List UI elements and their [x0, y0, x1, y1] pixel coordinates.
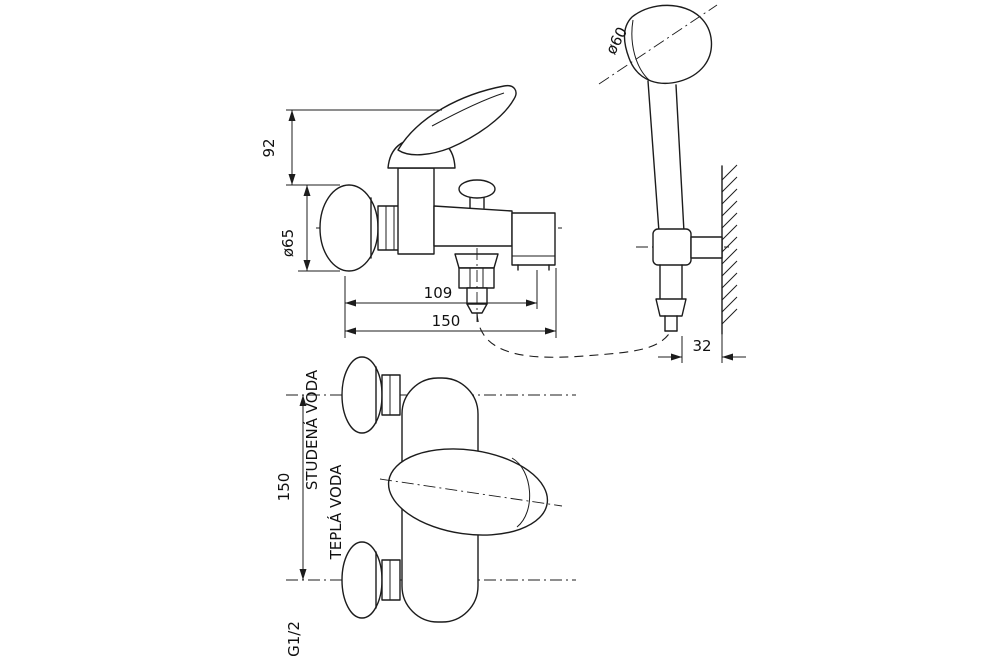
hand-shower-assembly: ø60	[476, 4, 746, 363]
side-view-diverter-knob	[458, 179, 496, 209]
side-view-body	[397, 167, 435, 255]
hot-water-label: TEPLÁ VODA	[326, 464, 345, 561]
wall-hatching	[721, 164, 738, 325]
shower-handle	[647, 80, 685, 233]
dimension-109: 109	[344, 270, 538, 338]
front-view-rosette-top	[341, 356, 401, 434]
side-view-lever-handle	[387, 84, 517, 169]
dim-109-label: 109	[424, 284, 453, 302]
wall-bracket	[636, 228, 729, 266]
front-view-rosette-bottom	[341, 541, 401, 619]
cold-water-label: STUDENÁ VODA	[302, 369, 321, 490]
dim-150-reach-label: 150	[432, 312, 461, 330]
dim-65-label: ø65	[279, 229, 297, 257]
side-view-dimensions: 92 ø65 109 150	[260, 109, 557, 338]
dimension-32: 32	[658, 334, 746, 363]
side-view-rosette	[319, 184, 401, 272]
side-view-faucet	[316, 84, 562, 322]
dimension-150-reach: 150	[345, 268, 557, 338]
side-view-spout	[433, 205, 556, 271]
dim-32-label: 32	[692, 337, 711, 355]
dimension-rosette-diameter: ø65	[279, 185, 340, 272]
shower-head: ø60	[598, 4, 718, 85]
front-view-lever	[379, 448, 563, 536]
dim-92-label: 92	[260, 138, 278, 157]
shower-hose-curve	[476, 312, 672, 358]
dimension-92: 92	[260, 109, 442, 186]
thread-size-label: G1/2	[285, 621, 303, 657]
hose-connector	[655, 264, 687, 332]
dimension-150-spacing: 150	[275, 395, 307, 580]
dim-150-spacing-label: 150	[275, 473, 293, 502]
side-view-hose-outlet	[454, 248, 499, 322]
front-view-mixer: 150 STUDENÁ VODA TEPLÁ VODA G1/2	[275, 356, 576, 657]
wall-section	[721, 164, 738, 335]
